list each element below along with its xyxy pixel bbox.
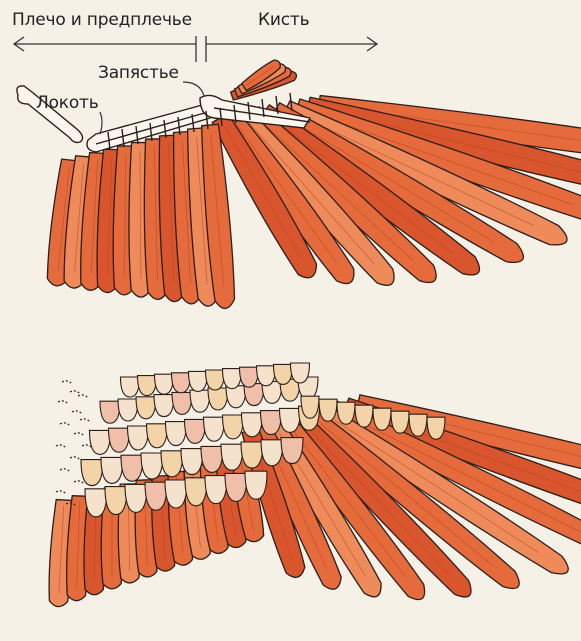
covert-feather-3-3 bbox=[128, 426, 149, 450]
upper-arm-forearm-label: Плечо и предплечье bbox=[12, 10, 192, 30]
down-stroke-10 bbox=[74, 481, 84, 484]
elbow-label: Локоть bbox=[36, 93, 99, 113]
down-stroke-3 bbox=[58, 401, 68, 404]
section-arrows bbox=[14, 36, 377, 62]
down-stroke-8 bbox=[70, 457, 80, 460]
hand-label: Кисть bbox=[258, 10, 309, 30]
covert-feather-3-5 bbox=[166, 422, 187, 446]
covert-feather-5-1 bbox=[121, 377, 140, 397]
down-stroke-11 bbox=[56, 491, 66, 494]
covert-feather-3-8 bbox=[223, 415, 244, 439]
covert-feather-5-5 bbox=[189, 371, 208, 391]
covert-feather-4-7 bbox=[208, 388, 228, 410]
down-stroke-1 bbox=[62, 381, 72, 384]
wrist-leader-line bbox=[183, 82, 204, 96]
wrist-label: Запястье bbox=[98, 63, 179, 83]
covert-feather-2-4 bbox=[141, 453, 163, 479]
down-stroke-14 bbox=[80, 419, 90, 422]
down-stroke-6 bbox=[74, 433, 84, 436]
covert-feather-4-8 bbox=[226, 386, 246, 408]
covert-feather-3-7 bbox=[204, 417, 225, 441]
covert-feather-4-2 bbox=[118, 399, 138, 421]
covert-feather-2-2 bbox=[101, 457, 123, 483]
covert-feather-4-6 bbox=[190, 390, 210, 412]
covert-feather-4-1 bbox=[100, 401, 120, 423]
covert-feather-5-4 bbox=[172, 373, 191, 393]
down-stroke-7 bbox=[56, 445, 66, 448]
covert-feather-3-4 bbox=[147, 424, 168, 448]
covert-feather-4-3 bbox=[136, 397, 156, 419]
lower-wing-down-strokes bbox=[56, 381, 92, 506]
covert-feather-4-4 bbox=[154, 395, 174, 417]
elbow-leader-line bbox=[100, 112, 102, 134]
down-stroke-9 bbox=[60, 469, 70, 472]
covert-feather-5-2 bbox=[138, 376, 157, 396]
covert-feather-2-3 bbox=[121, 455, 143, 481]
covert-feather-5-6 bbox=[206, 370, 225, 390]
covert-feather-5-3 bbox=[155, 374, 174, 394]
down-stroke-13 bbox=[78, 395, 88, 398]
down-stroke-5 bbox=[60, 423, 70, 426]
covert-feather-3-2 bbox=[109, 428, 130, 452]
covert-feather-4-5 bbox=[172, 392, 192, 414]
covert-feather-3-6 bbox=[185, 419, 206, 443]
down-stroke-2 bbox=[70, 391, 80, 394]
covert-feather-2-1 bbox=[81, 460, 103, 486]
alula-feathers bbox=[231, 60, 297, 100]
down-stroke-4 bbox=[72, 411, 82, 414]
covert-feather-3-1 bbox=[90, 430, 111, 454]
